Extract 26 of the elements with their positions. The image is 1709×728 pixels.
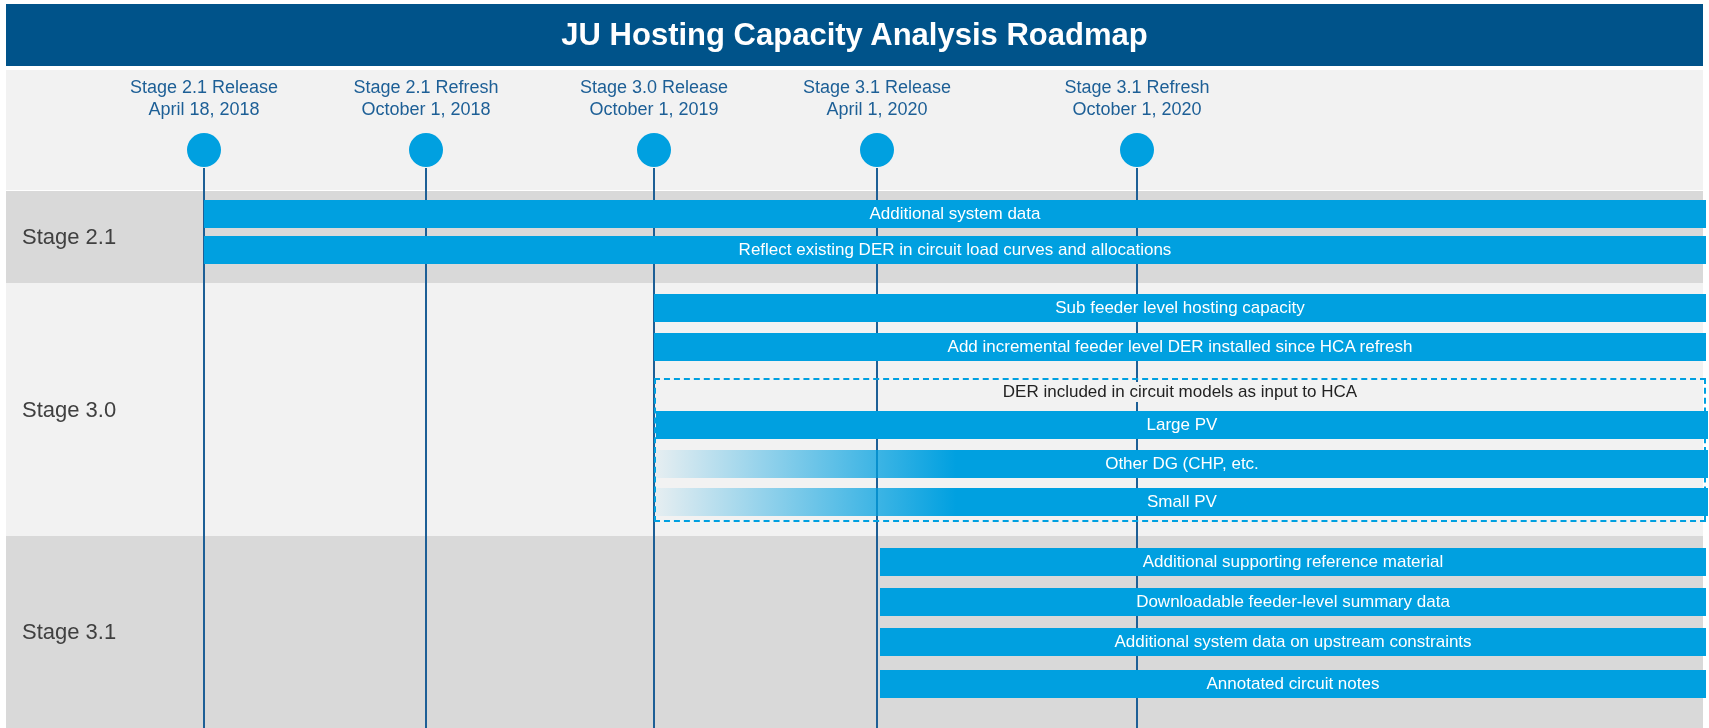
task-bar: Annotated circuit notes: [880, 670, 1706, 698]
milestone-label: April 18, 2018: [147, 98, 261, 120]
task-bar: Large PV: [656, 411, 1708, 439]
milestone-label: Stage 3.0 Release: [578, 76, 730, 98]
stage-label: Stage 3.1: [22, 619, 117, 645]
task-bar: Small PV: [656, 488, 1708, 516]
title-banner: JU Hosting Capacity Analysis Roadmap: [6, 4, 1703, 66]
milestone-label: Stage 3.1 Release: [801, 76, 953, 98]
dashed-group-box: [654, 378, 1706, 522]
task-bar: Additional system data on upstream constraints: [880, 628, 1706, 656]
stage-label: Stage 3.0: [22, 396, 117, 423]
task-bar: Add incremental feeder level DER installed since HCA refresh: [654, 333, 1706, 361]
stage-label: Stage 2.1: [22, 224, 117, 250]
milestone-label: Stage 2.1 Release: [128, 76, 280, 98]
task-bar: Additional supporting reference material: [880, 548, 1706, 576]
milestone-label: April 1, 2020: [825, 98, 929, 120]
task-bar: Downloadable feeder-level summary data: [880, 588, 1706, 616]
milestone-label: October 1, 2020: [1071, 98, 1203, 120]
task-bar: Other DG (CHP, etc.: [656, 450, 1708, 478]
milestone-label: October 1, 2018: [360, 98, 492, 120]
milestone-label: Stage 3.1 Refresh: [1063, 76, 1211, 98]
task-bar: Sub feeder level hosting capacity: [654, 294, 1706, 322]
task-bar: Reflect existing DER in circuit load curves and allocations: [204, 236, 1706, 264]
task-bar: Additional system data: [204, 200, 1706, 228]
milestone-label: Stage 2.1 Refresh: [352, 76, 500, 98]
milestone-label: October 1, 2019: [588, 98, 720, 120]
